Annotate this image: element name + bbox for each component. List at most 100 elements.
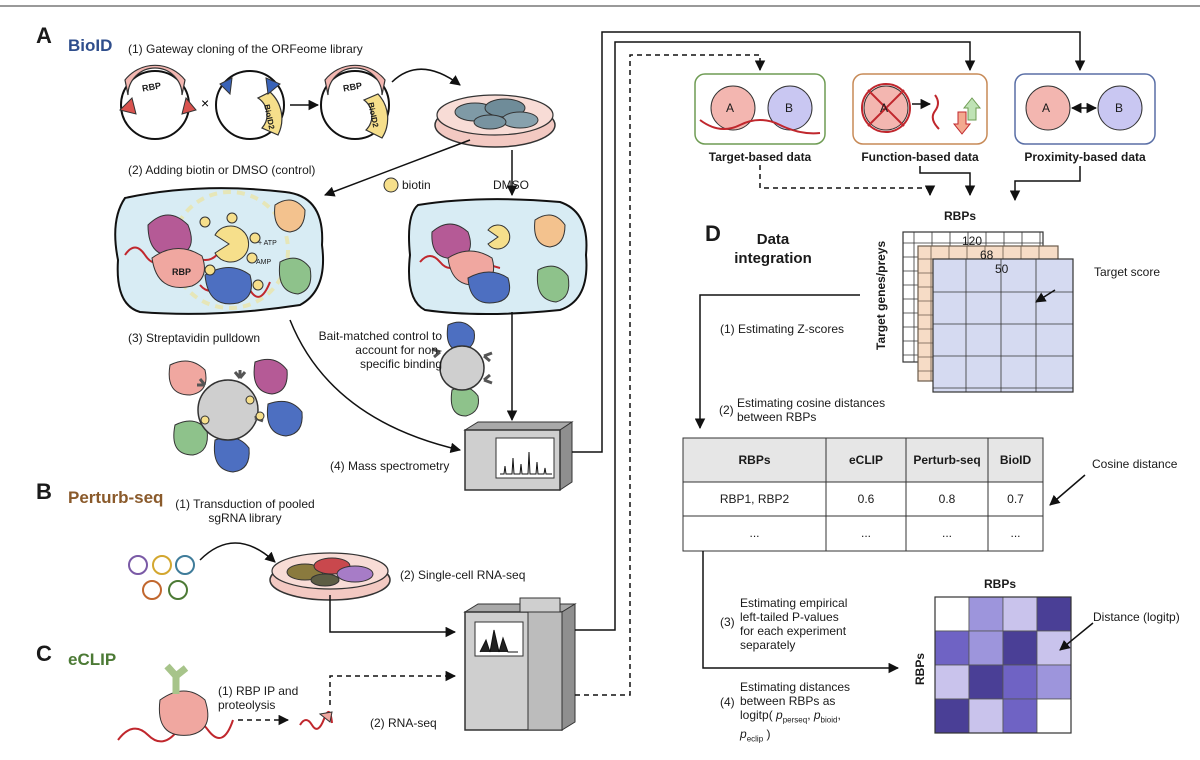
perturbseq-to-function-connector — [575, 41, 976, 631]
rbp-entry-plasmid — [119, 64, 197, 140]
heatmap-cell — [1036, 630, 1072, 666]
heatmap-cell — [1002, 596, 1038, 632]
biotin-labeled-cell — [114, 187, 324, 315]
distance-heatmap — [934, 596, 1072, 734]
amp-label: AMP — [256, 259, 272, 266]
panel-b-name: Perturb-seq — [68, 488, 164, 507]
heatmap-left-label: RBPs — [913, 652, 927, 685]
bioid-to-proximity-connector — [572, 31, 1086, 453]
transduction-arrow — [199, 542, 276, 563]
table-cell: 0.7 — [1007, 492, 1024, 506]
matrix-layer-2 — [932, 258, 1074, 393]
times-symbol: × — [201, 95, 209, 111]
table-header-perturbseq: Perturb-seq — [913, 453, 981, 467]
sgrna-plasmid-pool — [128, 555, 195, 600]
proximity-based-box — [1014, 73, 1156, 145]
scrna-step-label: (2) Single-cell RNA-seq — [400, 568, 526, 582]
function-based-label: Function-based data — [861, 150, 979, 164]
cosine-step-label: Estimating cosine distances between RBPs — [737, 396, 886, 424]
matrix-value-68: 68 — [980, 248, 994, 262]
pvalue-flow-arrow — [702, 551, 900, 674]
panel-b-letter: B — [36, 479, 52, 504]
table-cell: ... — [860, 526, 871, 540]
heatmap-border — [934, 596, 1072, 734]
matrix-target-genes-label: Target genes/preys — [874, 240, 888, 350]
cosine-step-number: (2) — [719, 403, 734, 417]
biotin-legend-dot — [383, 177, 399, 193]
heatmap-cell — [1002, 630, 1038, 666]
target-based-box — [694, 73, 826, 145]
panel-a-letter: A — [36, 23, 52, 48]
petri-dish-cells — [434, 94, 556, 148]
perturbed-petri-dish — [269, 552, 391, 601]
table-cell: ... — [1010, 526, 1021, 540]
panel-d-letter: D — [705, 221, 721, 246]
target-node-a: A — [726, 101, 735, 115]
crosslinked-rna-fragment — [299, 711, 333, 730]
rbp-antibody-rna — [117, 663, 234, 743]
transduction-step-label: (1) Transduction of pooled sgRNA library — [175, 497, 315, 525]
distance-step-number: (4) — [720, 695, 735, 709]
target-score-label: Target score — [1094, 265, 1161, 279]
pulldown-step-label: (3) Streptavidin pulldown — [128, 331, 261, 345]
table-header-bioid: BioID — [999, 453, 1032, 467]
gateway-step-label: (1) Gateway cloning of the ORFeome libra… — [128, 42, 363, 56]
heatmap-cell — [1002, 698, 1038, 734]
rna-to-sequencer-arrow — [329, 670, 457, 705]
distance-step-label: Estimating distances between RBPs as log… — [740, 680, 851, 744]
function-node-a: A — [880, 101, 889, 115]
function-to-matrix-arrow — [919, 166, 976, 197]
table-cell: 0.8 — [938, 492, 956, 506]
table-cell: ... — [941, 526, 952, 540]
dmso-control-cell — [408, 198, 588, 315]
heatmap-cell — [968, 630, 1004, 666]
target-node-b: B — [785, 101, 794, 115]
rbp-bioid2-fusion-plasmid — [320, 64, 390, 140]
heatmap-cell — [1002, 664, 1038, 700]
cell-rbp-label: RBP — [172, 267, 192, 277]
matrix-value-50: 50 — [995, 262, 1009, 276]
zscore-step-label: (1) Estimating Z-scores — [720, 322, 845, 336]
zscore-flow-arrow — [694, 294, 860, 430]
sequencer — [463, 597, 577, 731]
cosine-distance-pointer — [1049, 474, 1086, 506]
cells-to-sequencer-arrow — [329, 595, 457, 638]
heatmap-cell — [934, 630, 970, 666]
pvalue-step-number: (3) — [720, 615, 735, 629]
heatmap-cell — [934, 698, 970, 734]
function-based-box — [852, 73, 988, 145]
proximity-based-label: Proximity-based data — [1024, 150, 1146, 164]
heatmap-cell — [1036, 596, 1072, 632]
mass-spec-step-label: (4) Mass spectrometry — [330, 459, 450, 473]
eclip-to-target-connector — [575, 54, 766, 696]
pulldown-to-ms-arrow — [289, 319, 462, 453]
heatmap-cell — [1036, 698, 1072, 734]
proximity-node-b: B — [1115, 101, 1124, 115]
panel-c-letter: C — [36, 641, 52, 666]
table-header-eclip: eCLIP — [848, 453, 883, 467]
panel-c-name: eCLIP — [68, 650, 117, 669]
heatmap-cell — [1036, 664, 1072, 700]
table-cell: ... — [749, 526, 760, 540]
heatmap-cell — [934, 664, 970, 700]
streptavidin-bead — [168, 358, 303, 473]
distance-logitp-label: Distance (logitp) — [1093, 610, 1180, 624]
target-based-label: Target-based data — [708, 150, 812, 164]
dmso-label: DMSO — [493, 178, 529, 192]
target-score-pointer — [1035, 289, 1056, 303]
heatmap-cell — [934, 596, 970, 632]
data-integration-title: Data integration — [734, 231, 812, 267]
heatmap-cell — [968, 664, 1004, 700]
biotin-label: biotin — [402, 178, 431, 192]
heatmap-top-label: RBPs — [983, 577, 1016, 591]
table-cell: 0.6 — [857, 492, 875, 506]
heatmap-cell — [968, 596, 1004, 632]
atp-label: + ATP — [258, 240, 277, 247]
proximity-to-matrix-arrow — [1009, 166, 1081, 202]
heatmap-cell — [968, 698, 1004, 734]
table-header-rbps: RBPs — [738, 453, 771, 467]
rna-seq-step-label: (2) RNA-seq — [370, 716, 437, 730]
table-cell: RBP1, RBP2 — [719, 492, 790, 506]
pvalue-step-label: Estimating empirical left-tailed P-value… — [740, 596, 848, 652]
biotin-step-label: (2) Adding biotin or DMSO (control) — [128, 163, 316, 177]
